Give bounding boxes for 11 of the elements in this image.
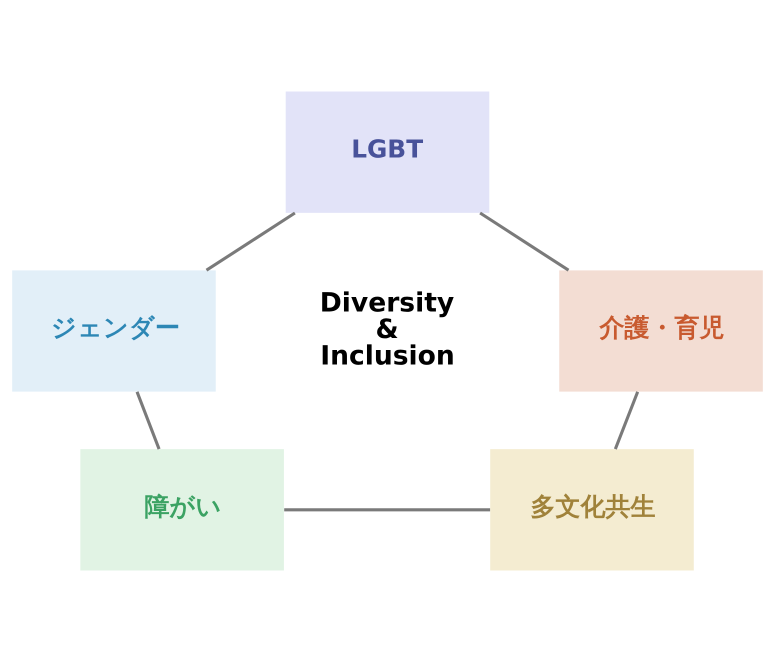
connector: [284, 508, 490, 511]
node-box: LGBT: [286, 91, 490, 212]
node-box: 多文化共生: [490, 448, 694, 570]
label: Diversity & Inclusion: [320, 287, 455, 372]
connector: [479, 211, 570, 272]
node-box: ジェンダー: [12, 270, 216, 392]
connector: [136, 390, 161, 450]
connector: [206, 211, 296, 272]
node-box: 障がい: [80, 448, 284, 570]
node-box: 介護・育児: [559, 270, 763, 392]
connector: [614, 390, 640, 450]
